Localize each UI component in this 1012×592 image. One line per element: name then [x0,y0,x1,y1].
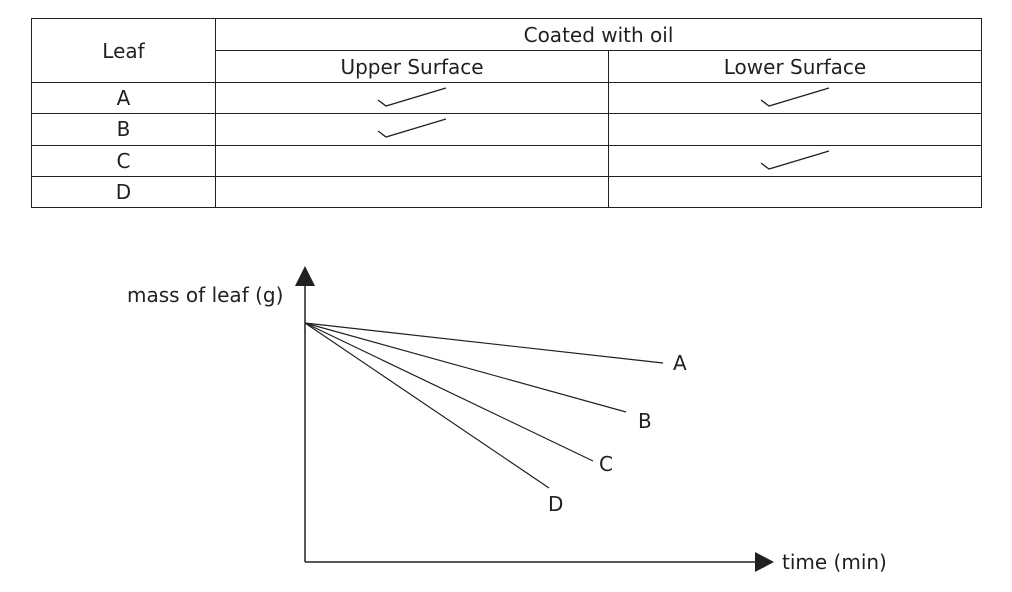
leaf-header: Leaf [31,18,216,83]
line-b-label: B [638,409,652,433]
line-c [304,322,594,462]
tick-mark-icon [760,87,830,107]
x-axis-label: time (min) [782,550,887,574]
y-axis-label: mass of leaf (g) [127,283,283,307]
table-row: B [31,113,983,146]
lower-cell [607,113,983,146]
tick-mark-icon [377,87,447,107]
table-row: D [31,175,983,209]
coated-header: Coated with oil [214,18,983,51]
line-a-label: A [673,351,687,375]
line-d-label: D [548,492,563,516]
leaf-cell: B [31,113,216,146]
line-c-label: C [599,452,613,476]
tick-mark-icon [760,150,830,170]
line-b [304,322,627,413]
leaf-cell: D [31,175,216,209]
leaf-experiment-table: Leaf Coated with oil Upper Surface Lower… [31,18,983,209]
lower-cell [607,144,983,177]
lower-cell [607,175,983,209]
lower-cell [607,81,983,115]
lower-surface-header: Lower Surface [607,50,983,83]
upper-cell [215,175,609,209]
table-row: C [31,144,983,177]
leaf-cell: C [31,144,216,177]
line-a [304,322,664,364]
line-d [304,322,550,489]
table-row: A [31,81,983,115]
x-axis-arrowhead [755,552,774,572]
tick-mark-icon [377,118,447,139]
y-axis-arrowhead [295,266,315,286]
